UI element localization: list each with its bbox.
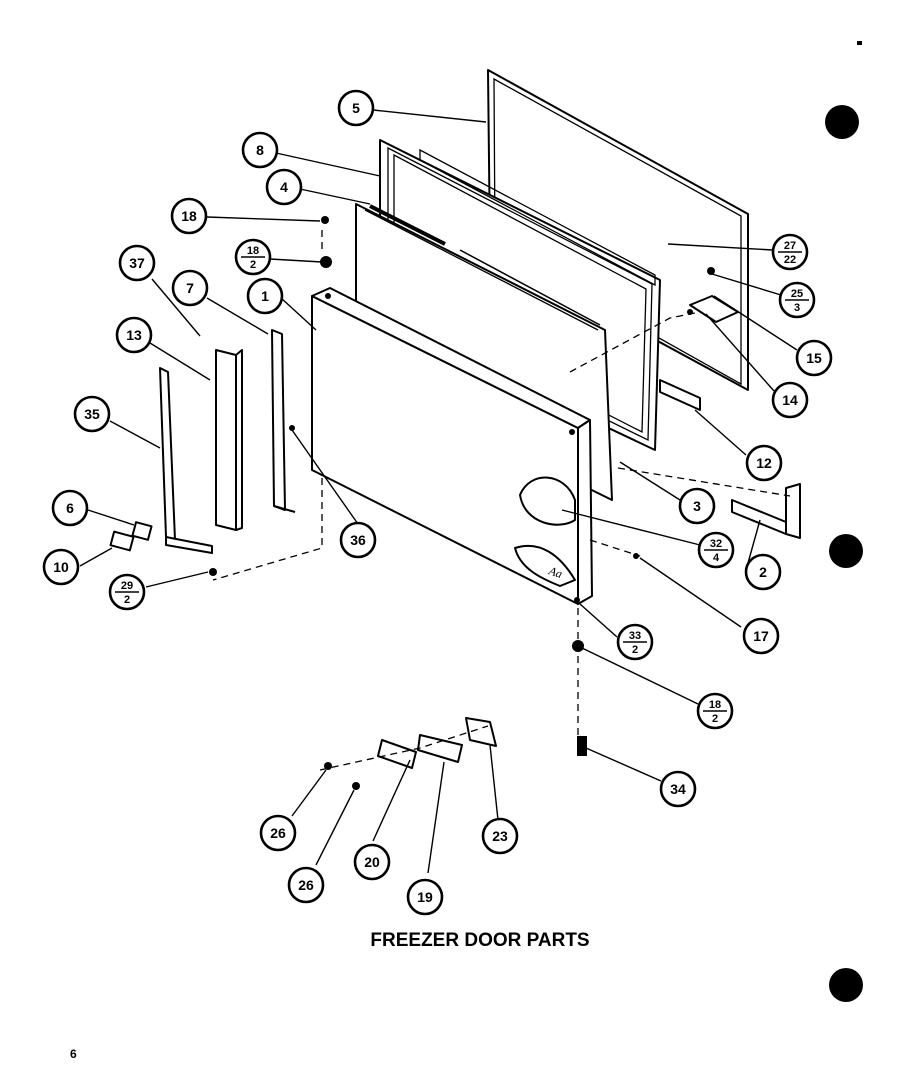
bracket-part-12 <box>659 379 701 411</box>
bushing-part-20 <box>377 739 417 769</box>
callout-32-over-4: 32 4 <box>697 531 735 569</box>
callout-18-over-2-lower: 18 2 <box>696 692 734 730</box>
ink-speck <box>857 41 862 45</box>
callout-2: 2 <box>744 553 782 591</box>
svg-text:4: 4 <box>713 552 720 564</box>
svg-text:18: 18 <box>709 699 721 711</box>
callout-18-over-2-upper: 18 2 <box>234 238 272 276</box>
svg-text:35: 35 <box>84 406 100 422</box>
callout-18: 18 <box>170 197 208 235</box>
callout-20: 20 <box>353 843 391 881</box>
diagram-title: FREEZER DOOR PARTS <box>370 930 589 951</box>
svg-text:29: 29 <box>121 580 133 592</box>
hinge-part-2 <box>731 483 801 539</box>
svg-text:18: 18 <box>247 245 259 257</box>
callout-19: 19 <box>406 878 444 916</box>
callout-25-over-3: 25 3 <box>778 281 816 319</box>
svg-text:19: 19 <box>417 889 433 905</box>
callout-12: 12 <box>745 444 783 482</box>
svg-text:Aa: Aa <box>546 563 564 581</box>
punch-hole-middle <box>829 534 863 568</box>
callout-10: 10 <box>42 548 80 586</box>
callout-1: 1 <box>246 277 284 315</box>
pin-part-34 <box>577 736 587 756</box>
callout-5: 5 <box>337 89 375 127</box>
svg-text:8: 8 <box>256 142 264 158</box>
page-number: 6 <box>70 1047 77 1061</box>
hinge-part-19 <box>417 734 463 763</box>
screw-part-26a <box>324 762 332 770</box>
callout-33-over-2: 33 2 <box>616 623 654 661</box>
svg-text:4: 4 <box>280 179 288 195</box>
callout-37: 37 <box>118 244 156 282</box>
screw-part-26b <box>352 782 360 790</box>
callout-14: 14 <box>771 381 809 419</box>
callout-3: 3 <box>678 487 716 525</box>
svg-text:3: 3 <box>794 302 800 314</box>
plug-part-18b <box>320 256 332 268</box>
svg-text:27: 27 <box>784 240 796 252</box>
label-part-10 <box>109 530 135 552</box>
assembly-dashed-lines <box>212 230 791 771</box>
svg-text:12: 12 <box>756 455 772 471</box>
svg-text:17: 17 <box>753 628 769 644</box>
svg-text:34: 34 <box>670 781 686 797</box>
svg-text:2: 2 <box>632 644 638 656</box>
side-bracket-part-13 <box>159 367 213 554</box>
screw-part-17 <box>633 553 639 559</box>
callout-4: 4 <box>265 168 303 206</box>
svg-text:7: 7 <box>186 280 194 296</box>
punch-hole-top <box>825 105 859 139</box>
callout-7: 7 <box>171 269 209 307</box>
callout-13: 13 <box>115 316 153 354</box>
svg-text:5: 5 <box>352 100 360 116</box>
callout-15: 15 <box>795 339 833 377</box>
punch-hole-bottom <box>829 968 863 1002</box>
callout-26-upper: 26 <box>259 814 297 852</box>
side-strip-part-7 <box>271 329 296 513</box>
leader-lines <box>79 109 798 874</box>
svg-text:10: 10 <box>53 559 69 575</box>
callout-29-over-2: 29 2 <box>108 573 146 611</box>
svg-text:26: 26 <box>270 825 286 841</box>
callout-34: 34 <box>659 770 697 808</box>
callout-17: 17 <box>742 617 780 655</box>
callout-26-lower: 26 <box>287 866 325 904</box>
svg-text:6: 6 <box>66 500 74 516</box>
svg-text:2: 2 <box>759 564 767 580</box>
svg-text:2: 2 <box>124 594 130 606</box>
svg-text:26: 26 <box>298 877 314 893</box>
svg-text:33: 33 <box>629 630 641 642</box>
callout-23: 23 <box>481 817 519 855</box>
cap-part-18a <box>321 216 329 224</box>
callout-8: 8 <box>241 131 279 169</box>
svg-text:15: 15 <box>806 350 822 366</box>
hinge-plate-part-23 <box>465 717 497 747</box>
screw-part-29 <box>209 568 217 576</box>
svg-text:37: 37 <box>129 255 145 271</box>
screw-part-36 <box>289 425 295 431</box>
svg-text:36: 36 <box>350 532 366 548</box>
button-part-6 <box>131 521 153 541</box>
svg-text:25: 25 <box>791 288 803 300</box>
svg-text:22: 22 <box>784 254 796 266</box>
callout-27-over-22: 27 22 <box>771 233 809 271</box>
svg-text:23: 23 <box>492 828 508 844</box>
svg-text:1: 1 <box>261 288 269 304</box>
svg-text:14: 14 <box>782 392 798 408</box>
side-bracket-part-37 <box>215 349 243 531</box>
callout-6: 6 <box>51 489 89 527</box>
svg-text:2: 2 <box>250 259 256 271</box>
callout-35: 35 <box>73 395 111 433</box>
svg-text:20: 20 <box>364 854 380 870</box>
svg-text:18: 18 <box>181 208 197 224</box>
svg-text:3: 3 <box>693 498 701 514</box>
svg-text:32: 32 <box>710 538 722 550</box>
callout-36: 36 <box>339 521 377 559</box>
door-panel-part-1: Aa <box>311 287 593 605</box>
svg-text:13: 13 <box>126 327 142 343</box>
svg-text:2: 2 <box>712 713 718 725</box>
